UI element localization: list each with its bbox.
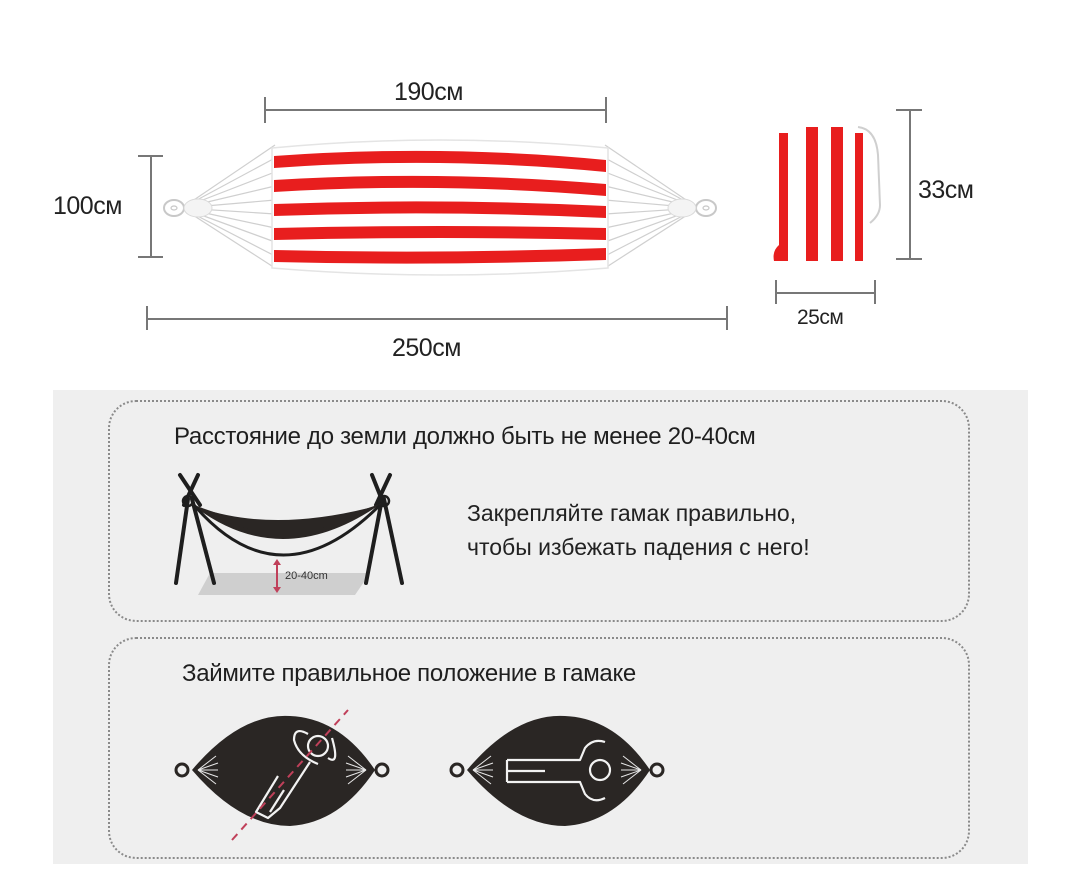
storage-bag-icon [773,126,882,261]
dimension-tick [146,306,148,330]
dimension-line-190 [265,109,606,111]
dimension-line-250 [147,318,727,320]
position-title: Займите правильное положение в гамаке [182,660,636,687]
ground-distance-title: Расстояние до земли должно быть не менее… [174,423,756,450]
dimension-tick [264,97,266,123]
diagonal-lying-position-icon [174,709,390,841]
dimension-label-bag-width: 25см [797,306,844,329]
dimension-tick [896,258,922,260]
instruction-line-2: чтобы избежать падения с него! [467,534,810,560]
dimension-line-33 [909,109,911,259]
straight-lying-position-icon [449,715,665,826]
dimension-tick [874,280,876,304]
ground-distance-card [108,400,970,622]
hammock-stand-icon [174,473,404,595]
dimension-tick [896,109,922,111]
dimension-tick [138,256,163,258]
dimension-label-bed-length: 190см [394,78,463,106]
position-card [108,637,970,859]
dimension-tick [775,280,777,304]
ground-gap-label: 20-40cm [285,570,328,582]
dimension-line-25 [776,292,874,294]
dimension-tick [605,97,607,123]
dimension-label-bag-height: 33см [918,176,974,204]
instruction-line-1: Закрепляйте гамак правильно, [467,500,797,526]
dimension-tick [726,306,728,330]
dimension-label-width: 100см [53,192,122,220]
dimension-label-total-length: 250см [392,334,461,362]
dimension-line-100 [150,155,152,257]
dimension-tick [138,155,163,157]
striped-hammock-icon [163,139,717,276]
